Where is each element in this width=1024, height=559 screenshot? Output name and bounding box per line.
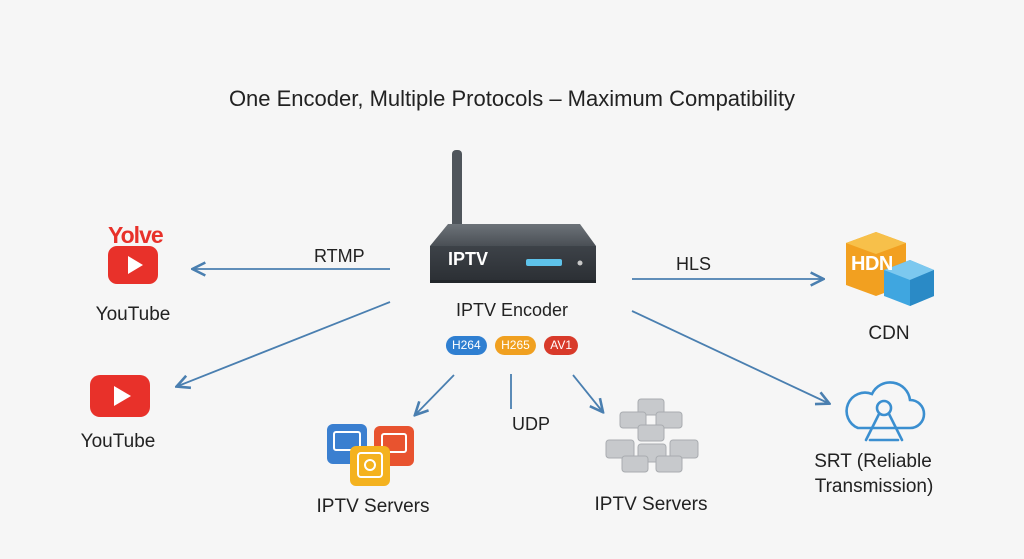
diagram-title: One Encoder, Multiple Protocols – Maximu… (228, 86, 796, 111)
arrow-youtube-bottom (178, 301, 391, 386)
srt-label-line1: SRT (Reliable (814, 451, 932, 472)
iptv-servers-right-icon (605, 398, 699, 473)
protocol-label-rtmp: RTMP (314, 246, 365, 266)
srt-label-line2: Transmission) (814, 476, 934, 497)
iptv-servers-left-icon (327, 424, 414, 486)
srt-cloud-icon (845, 381, 926, 442)
protocol-label-hls: HLS (676, 254, 712, 274)
arrow-iptv-left (416, 374, 455, 414)
codec-badges: H264 H265 AV1 (444, 336, 580, 355)
cdn-label: CDN (868, 323, 910, 344)
iptv-servers-left-label: IPTV Servers (316, 496, 430, 517)
youtube-top-logo (108, 246, 158, 284)
arrow-iptv-right (572, 374, 602, 411)
youtube-bottom-label: YouTube (80, 431, 156, 452)
codec-badge-av1: AV1 (544, 336, 579, 355)
iptv-servers-right-label: IPTV Servers (594, 494, 708, 515)
encoder-device-label: IPTV (448, 249, 489, 269)
youtube-top-label: YouTube (95, 304, 171, 325)
youtube-top-logo-text: Yolve (108, 222, 164, 248)
cdn-icon (846, 232, 934, 306)
codec-badge-h264: H264 (445, 336, 487, 355)
arrow-srt (631, 310, 828, 403)
encoder-device (430, 150, 596, 283)
encoder-caption: IPTV Encoder (455, 300, 569, 320)
protocol-label-udp: UDP (512, 414, 551, 434)
cdn-logo-text: HDN (851, 253, 893, 275)
antenna (452, 150, 462, 228)
youtube-bottom-logo (90, 375, 150, 417)
codec-badge-h265: H265 (495, 336, 536, 355)
